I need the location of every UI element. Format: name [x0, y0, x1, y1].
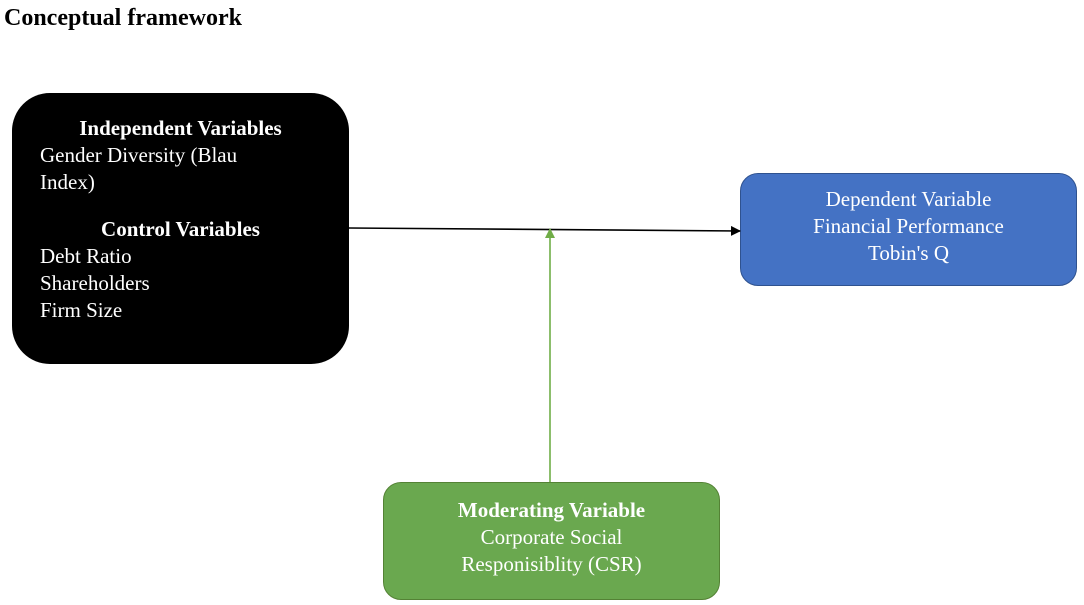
main-effect-arrow [348, 225, 741, 236]
control-variable-item: Shareholders [40, 271, 150, 295]
control-variable-item: Debt Ratio [40, 244, 132, 268]
control-variables-heading: Control Variables [101, 217, 260, 241]
independent-variables-heading: Independent Variables [79, 116, 282, 140]
moderating-variable-heading: Moderating Variable [457, 498, 646, 522]
independent-variable-item: Gender Diversity (Blau [40, 143, 238, 167]
dependent-variable-line: Tobin's Q [867, 241, 950, 265]
dependent-variable-box: Dependent Variable Financial Performance… [740, 173, 1077, 286]
dependent-variable-heading: Dependent Variable [825, 187, 992, 211]
moderating-variable-box: Moderating Variable Corporate Social Res… [383, 482, 720, 600]
independent-variable-item: Index) [40, 170, 95, 194]
independent-variables-box: Independent Variables Gender Diversity (… [12, 93, 349, 364]
moderating-variable-line: Responisiblity (CSR) [461, 552, 642, 576]
dependent-variable-line: Financial Performance [813, 214, 1004, 238]
moderating-variable-line: Corporate Social [480, 525, 623, 549]
page-title: Conceptual framework [4, 5, 242, 31]
control-variable-item: Firm Size [40, 298, 123, 322]
